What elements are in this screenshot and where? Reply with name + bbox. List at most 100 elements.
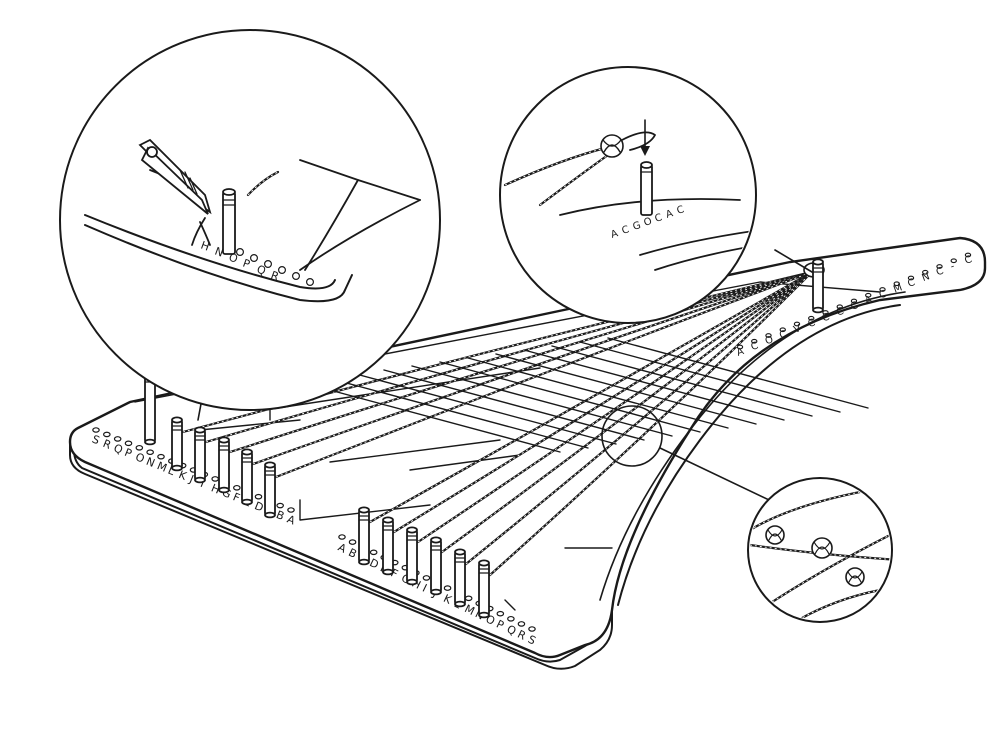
overhand-knot-icon <box>845 567 865 587</box>
hole-letter: C <box>835 306 845 319</box>
hole-letter: C <box>750 340 760 353</box>
bubble-left-outline <box>59 29 441 411</box>
hole-letter: A <box>864 294 874 307</box>
zoom-hole <box>236 248 245 257</box>
weave-line <box>495 353 757 425</box>
hole-letter: P <box>123 446 134 461</box>
hole-letter: P <box>494 617 506 632</box>
template-line-1 <box>264 367 541 411</box>
weave-line <box>467 357 729 429</box>
hole-letter: I <box>420 582 429 595</box>
hole-letter: A <box>735 346 745 359</box>
hole-letter: V <box>792 323 802 336</box>
weave-line <box>327 377 589 449</box>
cord-twist <box>465 271 813 565</box>
overhand-knot-icon <box>811 537 833 559</box>
hole <box>276 502 284 509</box>
hole-letter: B <box>274 508 286 523</box>
leader-top-right <box>774 249 813 273</box>
cord-twist <box>252 271 813 465</box>
weave-line <box>411 365 673 437</box>
hole <box>135 444 144 451</box>
hole-letter: C <box>935 266 945 279</box>
zoom-tr-arrow-head <box>640 146 650 156</box>
hole <box>464 595 473 602</box>
hole-letter: I <box>198 477 206 490</box>
cord-twist <box>441 271 813 553</box>
weave-line <box>579 341 841 413</box>
zoom-bubble-bottom-right <box>747 477 893 623</box>
hole-letter: J <box>187 472 196 486</box>
zoom-left-cord <box>246 170 280 197</box>
zoom-letter: A <box>665 208 675 221</box>
hole <box>113 436 122 442</box>
hole-letter: C <box>878 289 888 302</box>
zoom-tr-peg <box>640 161 653 216</box>
hole <box>922 269 929 275</box>
zoom-br-cord-2-twist <box>750 544 890 561</box>
arm-inner-curve <box>617 304 901 606</box>
weave-line <box>355 373 617 445</box>
pegs <box>144 258 824 619</box>
peg-holes <box>92 252 972 632</box>
hole <box>850 298 858 304</box>
anchor-peg <box>812 258 824 314</box>
hole <box>233 484 241 491</box>
hole <box>879 287 886 292</box>
hole <box>103 431 111 438</box>
weave-line <box>439 361 701 433</box>
hole <box>92 427 100 433</box>
weave-line <box>523 349 785 421</box>
zoom-hole <box>250 254 259 263</box>
zoom-br-cord-3-twist <box>759 529 890 611</box>
cord-twist <box>489 271 813 576</box>
front-peg <box>358 506 370 566</box>
hole-letter: O <box>764 334 775 347</box>
arm-inner-curve-2 <box>599 291 906 601</box>
hole-letter: M <box>155 459 169 475</box>
hole <box>348 539 357 545</box>
zoom-br-knots <box>750 483 890 620</box>
front-peg <box>478 559 490 619</box>
hole-letter: L <box>166 464 177 479</box>
zoom-hole <box>264 260 273 269</box>
hole <box>865 292 872 298</box>
hole-letter: - <box>949 261 957 273</box>
zoom-letter: C <box>676 204 686 217</box>
hole <box>211 476 219 482</box>
template-frame <box>299 499 431 521</box>
template-line-4 <box>329 439 501 463</box>
hole-letter: F <box>231 490 242 504</box>
hole-letter: C <box>821 312 831 325</box>
hole <box>836 304 843 310</box>
left-peg <box>264 461 276 519</box>
hole <box>124 440 133 447</box>
zoom-left-loop <box>191 217 211 246</box>
hole <box>793 321 801 327</box>
hole-letter: M <box>892 282 904 295</box>
needle-nose-pliers-icon <box>138 138 212 215</box>
left-peg <box>194 426 206 484</box>
hole <box>287 507 295 513</box>
front-peg <box>454 548 466 608</box>
zoom-tr-edge-2 <box>639 229 754 256</box>
cord-twist <box>417 271 813 543</box>
hole-letter: C <box>807 317 817 330</box>
cord-twist <box>205 271 813 443</box>
zoom-left-peg <box>222 188 236 255</box>
cord-twist <box>369 271 813 523</box>
left-peg <box>144 368 156 446</box>
hole-letter: N <box>921 271 932 284</box>
hole-letter: C <box>778 329 788 342</box>
weave-line <box>551 345 813 417</box>
bubble-top-right-outline <box>499 66 757 324</box>
hole <box>422 575 431 581</box>
template-line-2 <box>409 454 521 471</box>
hole <box>765 333 772 338</box>
hole <box>808 315 815 321</box>
overhand-knot-icon <box>765 525 785 545</box>
zoom-br-cord-4 <box>788 588 882 620</box>
weave-line <box>383 369 645 441</box>
template-line-3 <box>199 419 301 431</box>
